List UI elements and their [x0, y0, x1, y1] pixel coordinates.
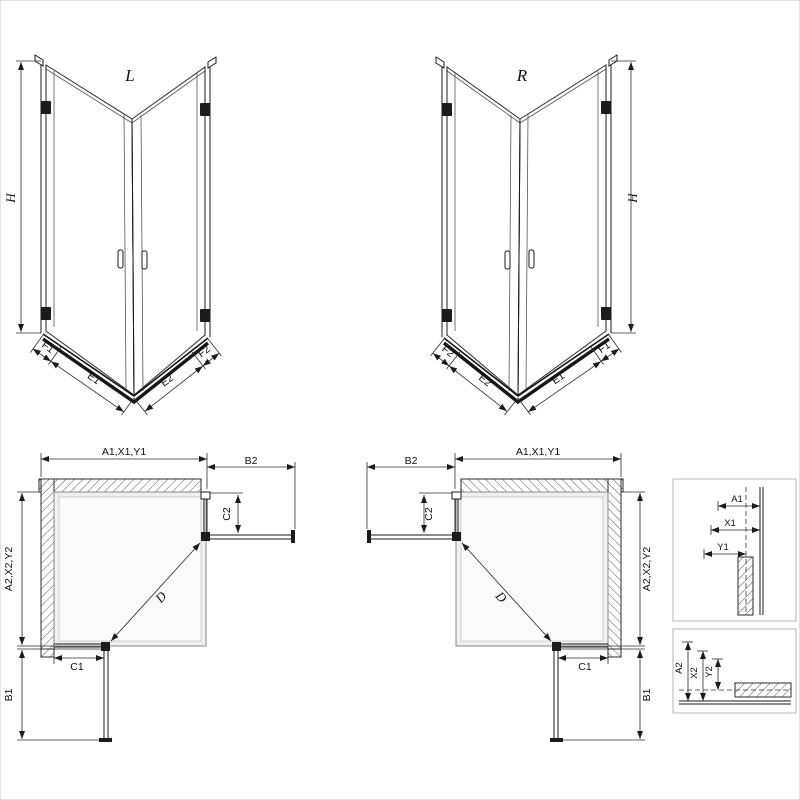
dim-label-f1-left: F1	[39, 339, 56, 356]
detail-bottom-profile	[672, 628, 797, 714]
walls-plan	[38, 478, 202, 658]
dim-label-y1-detail: Y1	[717, 542, 729, 553]
view-label-left: L	[124, 66, 134, 85]
hinges	[41, 101, 210, 322]
dim-label-f1-right: F1	[596, 339, 613, 356]
door-handles	[117, 249, 148, 270]
view-label-right: R	[516, 66, 528, 85]
front-dimension-lines	[16, 60, 222, 416]
shower-tray	[42, 333, 210, 405]
dim-label-b1-plan-right: B1	[641, 688, 653, 701]
dim-label-a1x1y1-plan-left: A1,X1,Y1	[102, 446, 147, 458]
dim-label-b1-plan-left: B1	[3, 688, 15, 701]
dim-label-c1-plan-left: C1	[70, 661, 84, 673]
dim-label-a1-detail: A1	[731, 494, 743, 505]
detail-top-profile	[672, 478, 797, 622]
dim-label-y2-detail: Y2	[704, 666, 715, 678]
glass-plan	[54, 491, 295, 742]
dim-label-x1-detail: X1	[724, 518, 736, 529]
dim-label-c2-plan-left: C2	[221, 507, 233, 521]
plan-dimension-lines	[17, 453, 296, 741]
dim-label-a2-detail: A2	[674, 662, 685, 674]
front-view-geometry-right	[431, 55, 637, 415]
dim-label-b2-plan-right: B2	[405, 455, 418, 467]
dim-label-h-right: H	[625, 193, 640, 204]
dim-label-a2x2y2-plan-left: A2,X2,Y2	[3, 547, 15, 592]
plan-view-geometry-left	[17, 453, 296, 742]
dim-label-b2-plan-left: B2	[245, 455, 258, 467]
dim-label-a1x1y1-plan-right: A1,X1,Y1	[516, 446, 561, 458]
dim-label-x2-detail: X2	[689, 667, 700, 679]
glass-panels	[45, 64, 206, 397]
tray-plan	[53, 491, 207, 647]
dim-label-a2x2y2-plan-right: A2,X2,Y2	[641, 547, 653, 592]
dim-label-c1-plan-right: C1	[578, 661, 592, 673]
dim-label-c2-plan-right: C2	[423, 507, 435, 521]
dim-label-h-left: H	[3, 193, 18, 204]
front-view-geometry-left	[16, 54, 222, 416]
